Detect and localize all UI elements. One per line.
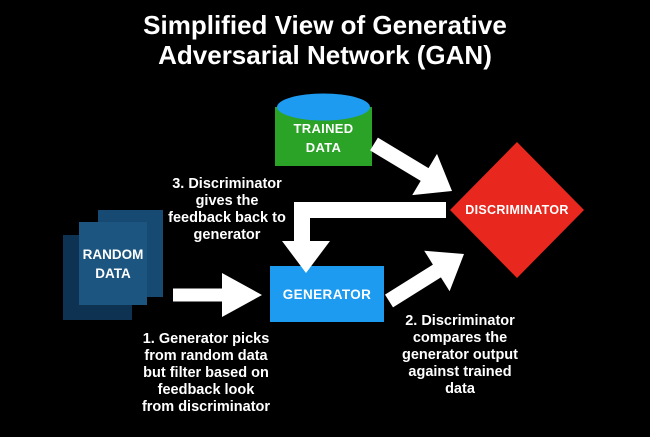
trained-data-cylinder-top [277, 93, 370, 121]
step-2-annotation: 2. Discriminator compares the generator … [402, 313, 518, 397]
arrow-random-to-generator [173, 273, 262, 317]
discriminator-label: DISCRIMINATOR [465, 203, 569, 217]
trained-data-label: TRAINED DATA [293, 121, 354, 155]
diagram-title: Simplified View of Generative Adversaria… [143, 10, 507, 70]
step-1-annotation: 1. Generator picks from random data but … [141, 331, 271, 415]
arrow-trained-to-discriminator [370, 137, 452, 196]
generator-label: GENERATOR [282, 286, 372, 302]
discriminator-diamond [450, 142, 584, 278]
generator-box [270, 266, 384, 322]
random-data-label: RANDOM DATA [82, 246, 144, 281]
random-data-sheet-front [79, 222, 147, 305]
step-3-annotation: 3. Discriminator gives the feedback back… [168, 176, 286, 243]
arrow-generator-to-discriminator [385, 250, 464, 308]
arrow-discriminator-feedback-to-generator [282, 202, 446, 273]
